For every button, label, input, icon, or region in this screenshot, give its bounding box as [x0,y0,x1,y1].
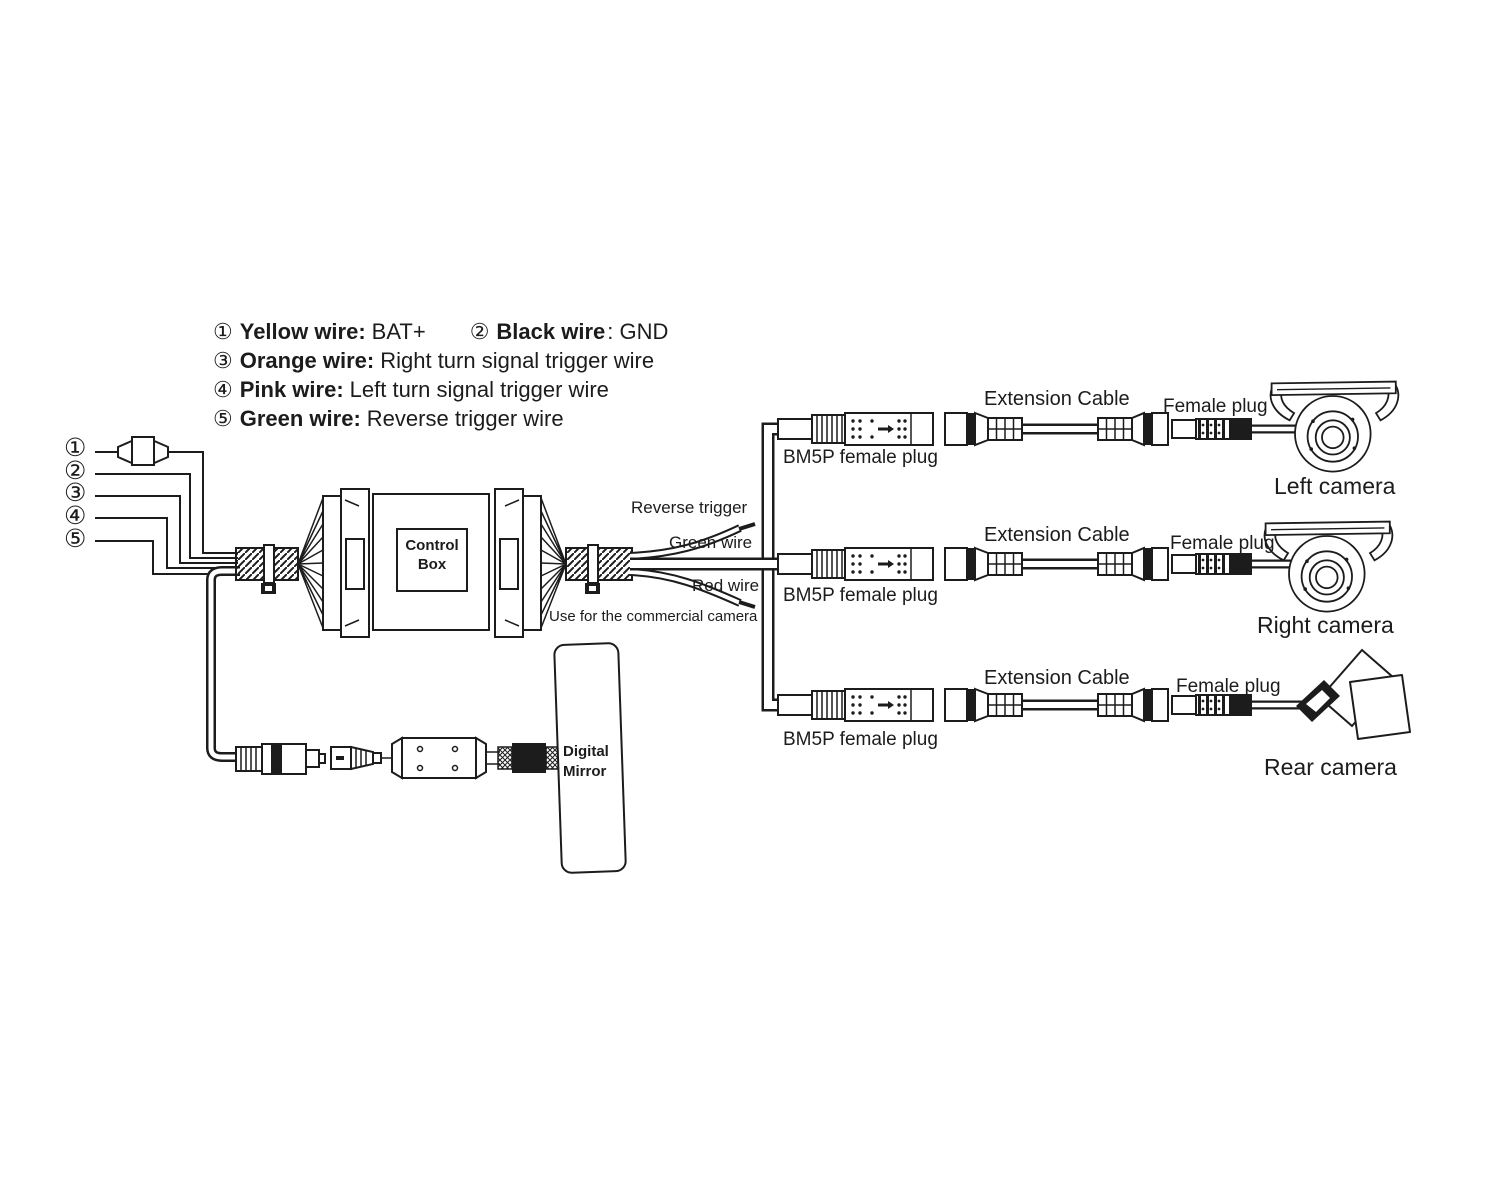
wire-4 [95,517,238,569]
label-female-plug-2: Female plug [1170,533,1275,554]
mirror-wire [206,566,242,762]
legend-label-black: Black wire [496,319,606,344]
control-box-label-line2: Box [417,556,447,573]
label-green-wire: Green wire [669,533,753,552]
digital-mirror-label-line1: Digital [563,743,609,760]
control-box-label-line1: Control [405,537,459,554]
label-red-wire: Red wire [692,576,760,595]
legend-label-pink: Pink wire: [239,377,344,402]
wire-marker-4: ④ [64,502,87,530]
legend-label-yellow: Yellow wire: [239,319,366,344]
legend-line-4: ⑤ Green wire: Reverse trigger wire [213,406,564,432]
label-commercial-note: Use for the commercial camera [549,608,758,625]
camera-right [1263,520,1394,613]
rca-jack [330,745,392,771]
rca-plug [235,743,326,775]
camera-rear [1296,648,1411,740]
fuse-holder [117,436,169,466]
cable-tie-right [587,544,599,584]
input-wires [95,451,238,575]
control-box-label: Control Box [397,536,467,574]
legend-value-yellow: BAT+ [371,319,426,344]
red-wire [629,568,756,609]
wire-5 [95,540,238,575]
fanout-left [297,497,324,629]
wire-marker-2: ② [64,457,87,485]
label-bm5p-3: BM5P female plug [783,729,938,750]
legend-value-black: : GND [607,319,669,344]
connector-right [494,488,542,638]
wire-marker-3: ③ [64,479,87,507]
bm5p-plug-2 [777,547,934,581]
extension-cable-1 [944,411,1169,447]
label-female-plug-3: Female plug [1176,676,1281,697]
connector-left [322,488,370,638]
legend-marker-2: ② [469,319,490,344]
label-bm5p-1: BM5P female plug [783,447,938,468]
digital-mirror-label-line2: Mirror [563,763,607,780]
wire-bundle-left [235,544,299,594]
extension-cable-2 [944,546,1169,582]
legend-value-green: Reverse trigger wire [366,406,564,431]
label-extension-cable-3: Extension Cable [984,667,1130,689]
female-plug-3 [1171,694,1252,716]
label-bm5p-2: BM5P female plug [783,585,938,606]
legend-line-2: ③ Orange wire: Right turn signal trigger… [213,348,654,374]
legend-marker-4: ④ [213,377,233,402]
label-extension-cable-2: Extension Cable [984,524,1130,546]
legend-line-1: ① Yellow wire: BAT+ ② Black wire : GND [213,319,668,345]
reverse-trigger-wire [629,522,756,560]
bm5p-plug-1 [777,412,934,446]
cable-tie-left [263,544,275,584]
legend-marker-1: ① [213,319,233,344]
legend-line-3: ④ Pink wire: Left turn signal trigger wi… [213,377,609,403]
digital-mirror-label: Digital Mirror [563,742,609,782]
mirror-connector [486,743,561,773]
legend-label-green: Green wire: [239,406,361,431]
label-camera-rear: Rear camera [1264,754,1397,780]
legend-value-orange: Right turn signal trigger wire [380,348,655,373]
legend-label-orange: Orange wire: [239,348,375,373]
wire-3 [95,495,238,564]
label-female-plug-1: Female plug [1163,396,1268,417]
legend-marker-3: ③ [213,348,233,373]
camera-left [1269,380,1400,473]
control-box [372,493,490,631]
legend-marker-5: ⑤ [213,406,233,431]
label-extension-cable-1: Extension Cable [984,388,1130,410]
label-camera-left: Left camera [1274,473,1396,499]
adapter-box [391,736,487,780]
wire-2 [95,473,238,559]
wire-marker-5: ⑤ [64,525,87,553]
digital-mirror [553,642,627,874]
bm5p-plug-3 [777,688,934,722]
label-camera-right: Right camera [1257,612,1394,638]
fanout-right [540,497,567,629]
legend-value-pink: Left turn signal trigger wire [349,377,609,402]
female-plug-2 [1171,553,1252,575]
female-plug-1 [1171,418,1252,440]
wire-marker-1: ① [64,434,87,462]
wire-bundle-right [565,544,633,594]
extension-cable-3 [944,687,1169,723]
label-reverse-trigger: Reverse trigger [631,498,748,517]
